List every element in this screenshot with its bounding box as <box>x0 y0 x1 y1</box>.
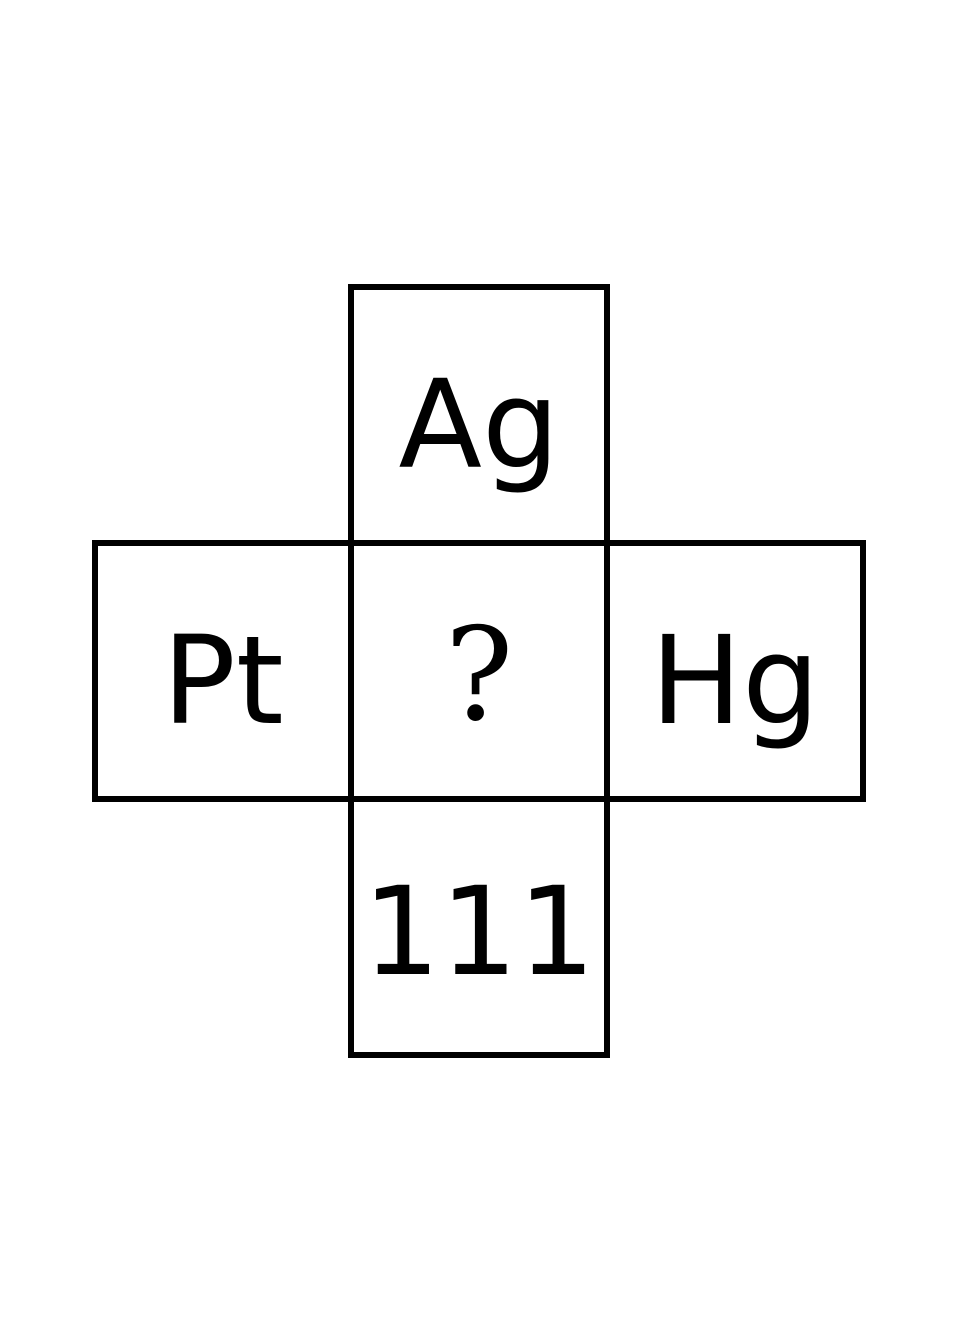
cell-bottom: 111 <box>348 796 610 1058</box>
cell-top-label: Ag <box>398 354 560 496</box>
cell-right-label: Hg <box>650 610 820 752</box>
cell-center: ? <box>348 540 610 802</box>
cell-center-question-mark: ? <box>444 601 514 750</box>
cell-right: Hg <box>604 540 866 802</box>
cell-left: Pt <box>92 540 354 802</box>
cell-top: Ag <box>348 284 610 546</box>
cell-bottom-label: 111 <box>362 861 596 1003</box>
cell-left-label: Pt <box>162 610 284 752</box>
